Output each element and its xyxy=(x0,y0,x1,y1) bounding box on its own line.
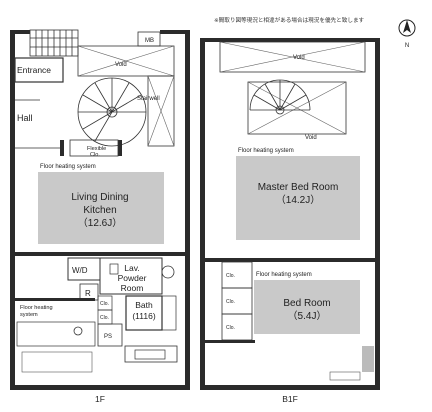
label-floor-heating-small-1: Floor heating xyxy=(20,305,53,311)
label-clo-1f-2: Clo. xyxy=(100,315,109,321)
floor-label-b1f: B1F xyxy=(282,394,298,404)
room-r: R xyxy=(85,289,91,298)
room-master-bed: Master Bed Room xyxy=(258,182,339,193)
room-bath: Bath xyxy=(135,300,153,310)
room-master-size: （14.2J） xyxy=(276,194,320,206)
room-bed-size: （5.4J） xyxy=(288,310,327,322)
label-floor-heating-small-2: system xyxy=(20,312,38,318)
room-ldk-size: （12.6J） xyxy=(78,217,122,229)
label-clo-b1f-3: Clo. xyxy=(226,325,235,331)
room-lav-line1: Lav. xyxy=(124,263,139,273)
label-flexible: Flexible xyxy=(87,146,106,152)
label-clo-1f-1: Clo. xyxy=(100,301,109,307)
label-floor-heating-1f: Floor heating system xyxy=(40,164,96,170)
label-ps: PS xyxy=(104,334,112,340)
room-entrance: Entrance xyxy=(17,65,51,75)
spiral-stairs-b1f xyxy=(249,79,311,115)
room-ldk-line1: Living Dining xyxy=(71,192,128,203)
label-floor-heating-b1f-2: Floor heating system xyxy=(256,272,312,278)
label-clo-b1f-1: Clo. xyxy=(226,273,235,279)
floor-1f xyxy=(10,29,190,390)
label-clo-b1f-2: Clo. xyxy=(226,299,235,305)
void-b1f-top: Void xyxy=(293,55,305,61)
floor-label-1f: 1F xyxy=(95,394,105,404)
room-wd: W/D xyxy=(72,266,88,275)
floor-b1f xyxy=(200,38,380,390)
disclaimer-note: ※間取り図等現況と相違がある場合は現況を優先と致します xyxy=(214,16,365,24)
north-label: N xyxy=(405,43,409,49)
room-bath-size: (1116) xyxy=(132,311,155,321)
label-stairwell: Stairwell xyxy=(137,96,160,102)
label-flexible-clo: Clo. xyxy=(90,152,100,158)
room-hall: Hall xyxy=(17,113,33,123)
north-arrow-icon xyxy=(398,19,416,37)
spiral-stairs-1f xyxy=(77,77,147,147)
room-mb: MB xyxy=(145,38,154,44)
room-lav-line2: Powder xyxy=(118,273,147,283)
void-1f: Void xyxy=(115,62,127,68)
void-b1f-stair: Void xyxy=(305,135,317,141)
label-floor-heating-b1f-1: Floor heating system xyxy=(238,148,294,154)
room-bed: Bed Room xyxy=(283,298,330,309)
room-lav-line3: Room xyxy=(121,283,144,293)
room-ldk-line2: Kitchen xyxy=(83,205,116,216)
